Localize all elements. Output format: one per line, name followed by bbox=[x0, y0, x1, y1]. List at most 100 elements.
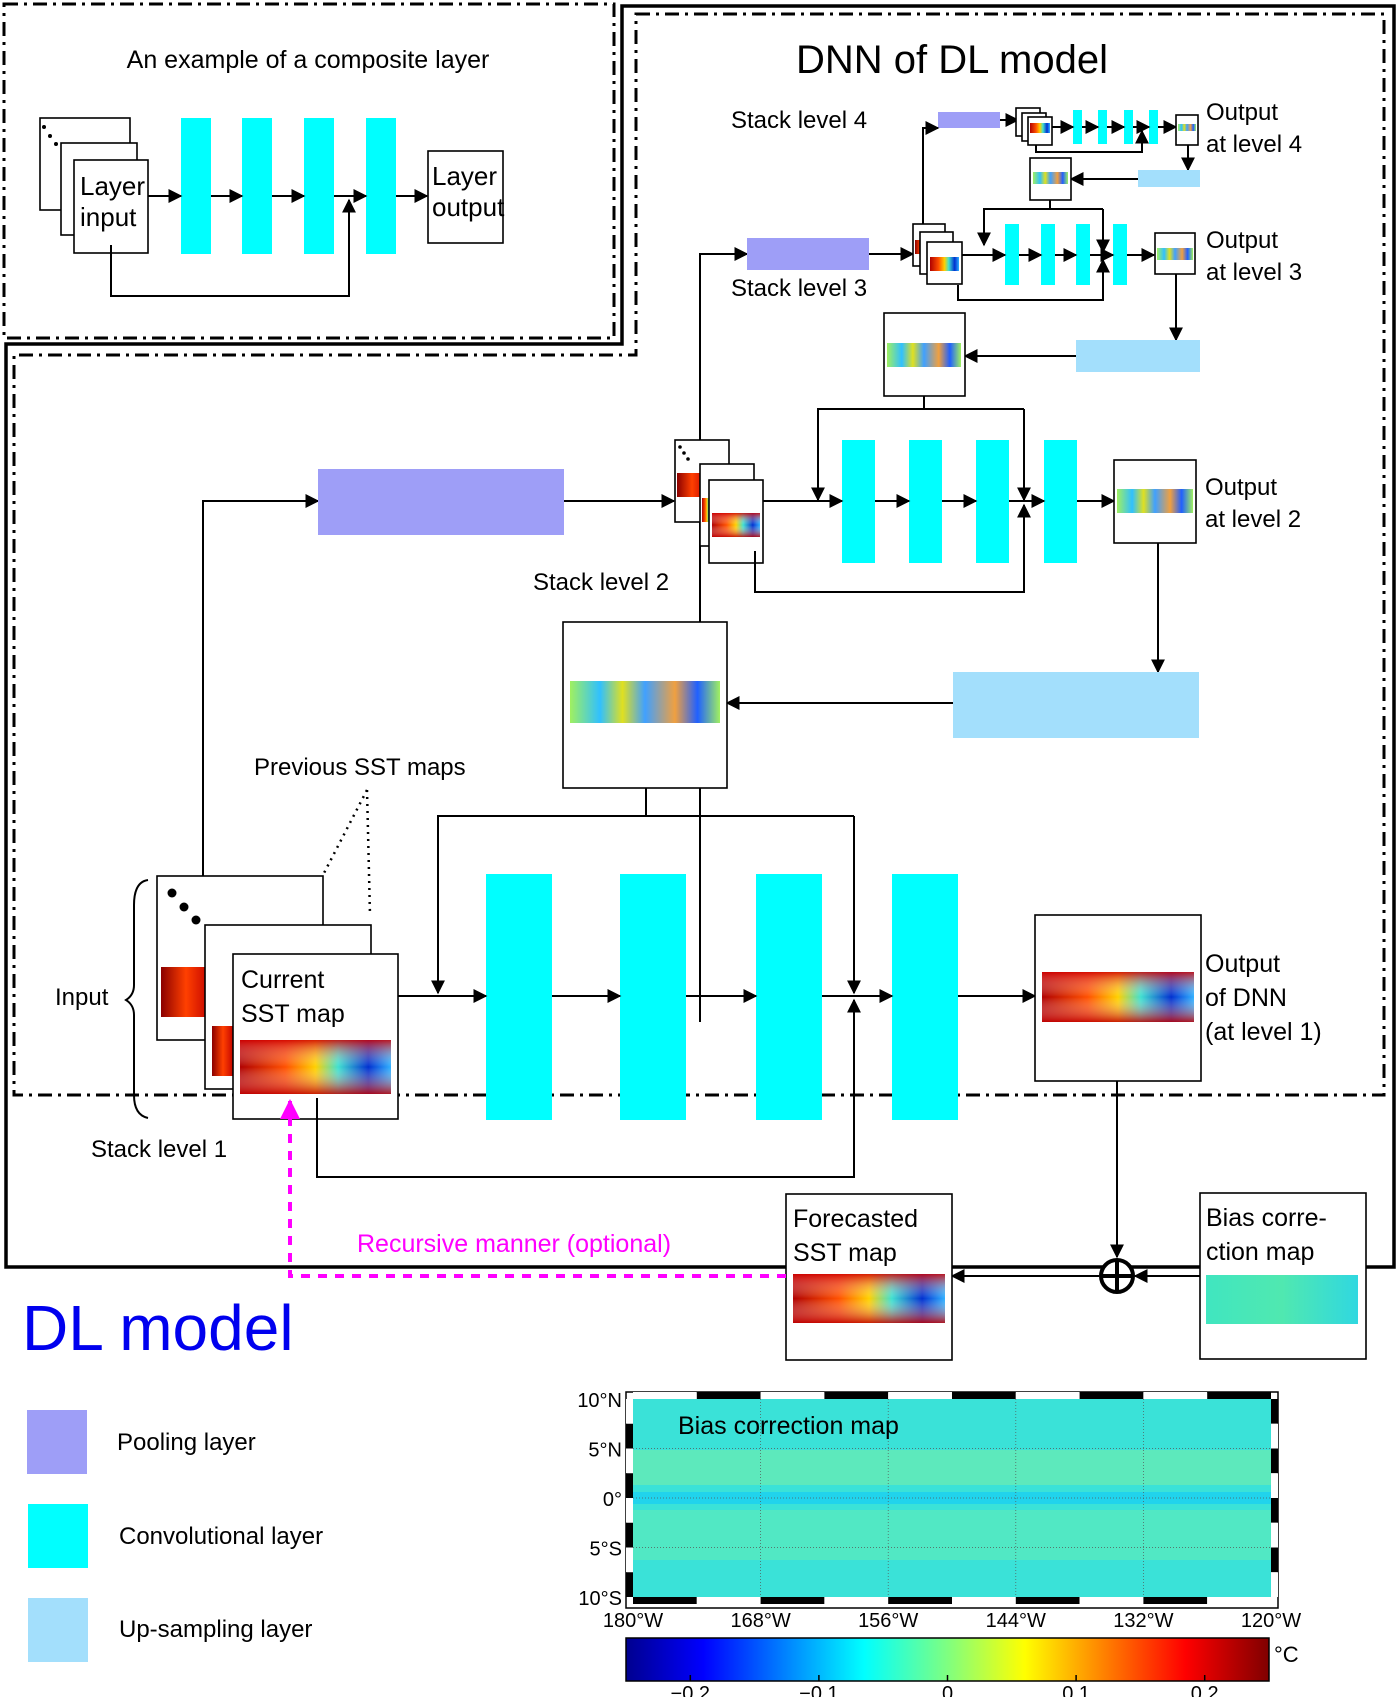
stack-level-3: Stack level 3 Output at level 3 bbox=[699, 223, 1302, 1022]
layer-output-label: Layer bbox=[432, 161, 497, 191]
bias-correction-label: ction map bbox=[1206, 1238, 1314, 1266]
feature-thumbnail bbox=[887, 343, 961, 367]
previous-sst-thumbnail bbox=[161, 967, 211, 1017]
previous-sst-thumbnail bbox=[212, 1026, 234, 1076]
frame-segment bbox=[1271, 1522, 1278, 1548]
latitude-tick-label: 5°S bbox=[590, 1539, 622, 1561]
dl-model-title: DL model bbox=[22, 1292, 294, 1364]
skip-connection bbox=[957, 258, 1110, 301]
output-level-4-label: at level 4 bbox=[1206, 131, 1302, 158]
forecasted-sst-label: Forecasted bbox=[793, 1205, 918, 1233]
skip-connection bbox=[110, 198, 356, 297]
frame-segment bbox=[760, 1392, 825, 1399]
conv-layer bbox=[1149, 110, 1158, 144]
feature-thumbnail bbox=[570, 681, 720, 723]
sst-thumbnail bbox=[930, 257, 959, 271]
longitude-tick-label: 144°W bbox=[986, 1610, 1046, 1632]
latitude-tick-label: 0° bbox=[603, 1489, 622, 1511]
layer-input-label: Layer bbox=[80, 171, 145, 201]
recursive-label: Recursive manner (optional) bbox=[357, 1230, 671, 1258]
current-sst-label: Current bbox=[241, 966, 324, 994]
conv-layer bbox=[304, 118, 334, 254]
colorbar bbox=[625, 1637, 1270, 1682]
frame-segment bbox=[696, 1597, 761, 1604]
skip-connection bbox=[1035, 129, 1149, 153]
frame-segment bbox=[1271, 1448, 1278, 1474]
ellipsis-dot bbox=[179, 902, 189, 912]
dnn-title: DNN of DL model bbox=[796, 38, 1108, 82]
level-2-skip bbox=[431, 788, 647, 995]
input-label: Input bbox=[55, 984, 109, 1011]
feature-thumbnail bbox=[1117, 489, 1193, 513]
forecasted-sst-label: SST map bbox=[793, 1239, 897, 1267]
feature-thumbnail bbox=[1178, 124, 1196, 131]
bias-map-band bbox=[633, 1450, 1271, 1485]
output-level-4-label: Output bbox=[1206, 99, 1278, 126]
frame-segment bbox=[1143, 1597, 1208, 1604]
frame-segment bbox=[824, 1597, 889, 1604]
skip-connection bbox=[754, 503, 1031, 593]
conv-layer bbox=[756, 874, 822, 1120]
frame-segment bbox=[760, 1597, 825, 1604]
stack-level-4-label: Stack level 4 bbox=[731, 107, 867, 134]
bias-correction-label: Bias corre- bbox=[1206, 1204, 1327, 1232]
legend-swatch-pooling bbox=[27, 1410, 87, 1474]
conv-layer bbox=[620, 874, 686, 1120]
sst-overlay bbox=[1042, 972, 1194, 1022]
frame-segment bbox=[888, 1392, 952, 1399]
output-level-3-label: at level 3 bbox=[1206, 259, 1302, 286]
longitude-tick-label: 180°W bbox=[603, 1610, 663, 1632]
conv-layer bbox=[242, 118, 272, 254]
bias-correction-thumbnail bbox=[1206, 1275, 1358, 1324]
legend: Pooling layer Convolutional layer Up-sam… bbox=[27, 1410, 323, 1662]
layer-input-label: input bbox=[80, 202, 137, 232]
sst-overlay bbox=[240, 1040, 391, 1094]
conv-layer bbox=[1124, 110, 1133, 144]
frame-segment bbox=[626, 1448, 633, 1474]
map-gridlines bbox=[633, 1399, 1271, 1597]
level-3-skip bbox=[811, 396, 925, 502]
conv-layer bbox=[1113, 224, 1127, 285]
latitude-tick-label: 10°N bbox=[577, 1390, 622, 1412]
conv-layer bbox=[976, 440, 1009, 563]
frame-segment bbox=[626, 1399, 633, 1424]
frame-segment bbox=[626, 1498, 633, 1523]
pooling-layer bbox=[938, 112, 1000, 128]
frame-segment bbox=[633, 1597, 697, 1604]
composite-layer-title: An example of a composite layer bbox=[127, 46, 490, 74]
frame-segment bbox=[1271, 1547, 1278, 1573]
frame-segment bbox=[626, 1522, 633, 1548]
bias-map-title: Bias correction map bbox=[678, 1412, 899, 1440]
bias-correction-map-panel: Bias correction map 10°N5°N0°5°S10°S 180… bbox=[577, 1390, 1301, 1697]
ellipsis-dot bbox=[191, 915, 201, 925]
frame-segment bbox=[626, 1572, 633, 1597]
frame-segment bbox=[1015, 1392, 1080, 1399]
conv-layer bbox=[366, 118, 396, 254]
current-sst-label: SST map bbox=[241, 1000, 345, 1028]
colorbar-tick-label: 0.1 bbox=[1062, 1683, 1090, 1697]
legend-swatch-convolutional bbox=[28, 1504, 88, 1568]
stack-level-4: Stack level 4 Output at level 4 bbox=[731, 99, 1302, 201]
frame-segment bbox=[1271, 1572, 1278, 1597]
conv-layer bbox=[1044, 440, 1077, 563]
colorbar-tick-label: −0.1 bbox=[799, 1683, 838, 1697]
skip-connection bbox=[316, 998, 861, 1178]
pooling-layer bbox=[747, 238, 869, 270]
dnn-output-label: Output bbox=[1205, 950, 1280, 978]
conv-layer bbox=[486, 874, 552, 1120]
longitude-tick-label: 132°W bbox=[1113, 1610, 1173, 1632]
pooling-connection bbox=[922, 121, 940, 224]
stack-level-2: Stack level 2 Output at level 2 bbox=[202, 439, 1301, 878]
sst-thumbnail bbox=[702, 498, 712, 522]
stack-level-2-label: Stack level 2 bbox=[533, 569, 669, 596]
frame-segment bbox=[633, 1392, 697, 1399]
colorbar-tick-label: −0.2 bbox=[671, 1683, 710, 1697]
conv-layer bbox=[181, 118, 211, 254]
pooling-connection bbox=[202, 494, 320, 878]
composite-layer-output-box bbox=[427, 150, 504, 244]
frame-segment bbox=[1079, 1597, 1144, 1604]
stack-level-1: Previous SST maps Input Current SST map … bbox=[55, 754, 1322, 1178]
recursive-connection bbox=[280, 1099, 786, 1278]
ellipsis-dot bbox=[167, 888, 177, 898]
